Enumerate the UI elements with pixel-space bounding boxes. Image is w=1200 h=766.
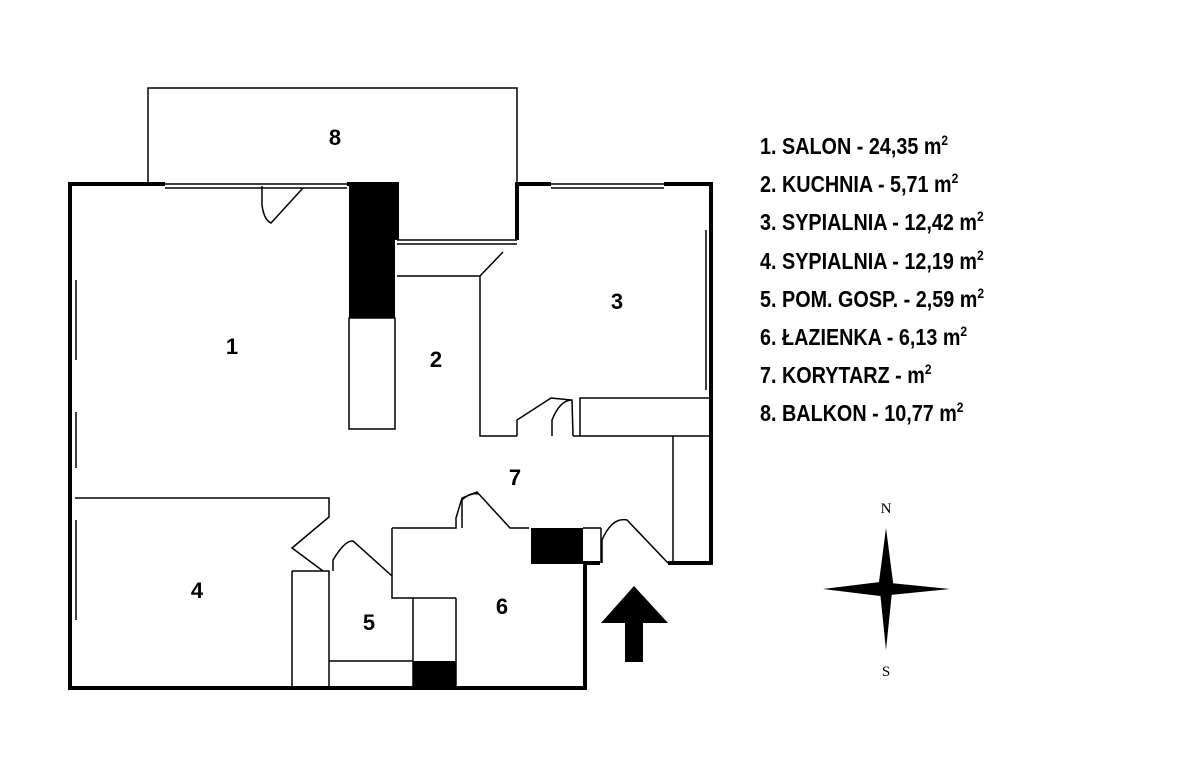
balcony	[147, 87, 518, 184]
legend-number: 6.	[760, 324, 777, 351]
legend-item: 7. KORYTARZ - m2	[760, 361, 932, 389]
room-label-7: 7	[509, 465, 521, 490]
legend-area: 24,35	[868, 133, 919, 159]
room-numbers: 8 1 2 3 7 4 5 6	[191, 125, 623, 635]
legend-unit: m2	[959, 284, 985, 312]
legend-item: 2. KUCHNIA - 5,71 m2	[760, 170, 959, 198]
legend-area: 12,42	[904, 209, 954, 236]
legend-room-name: SALON	[781, 133, 852, 159]
legend-unit: m2	[939, 399, 964, 427]
legend-unit-base: m	[959, 209, 977, 236]
legend-unit-base: m	[923, 133, 942, 159]
legend-room-name: KUCHNIA	[781, 171, 873, 198]
room-label-1: 1	[226, 334, 238, 359]
room-label-6: 6	[496, 594, 508, 619]
legend-number: 1.	[760, 133, 777, 159]
legend-unit-exp: 2	[924, 361, 932, 378]
legend-item: 3. SYPIALNIA - 12,42 m2	[760, 208, 984, 236]
up-arrow-icon	[601, 586, 668, 662]
legend-area: 12,19	[904, 247, 954, 274]
legend-item: 1. SALON - 24,35 m2	[760, 132, 949, 159]
room-label-2: 2	[430, 347, 442, 372]
legend-room-name: BALKON	[781, 400, 867, 427]
room-label-4: 4	[191, 578, 204, 603]
legend-unit: m2	[942, 323, 968, 351]
legend-unit-base: m	[959, 285, 978, 312]
legend-room-name: POM. GOSP.	[781, 285, 899, 312]
legend-item: 6. ŁAZIENKA - 6,13 m2	[760, 323, 968, 351]
legend-unit: m2	[959, 208, 984, 236]
legend-unit-base: m	[942, 324, 961, 351]
legend-unit: m2	[959, 246, 984, 274]
legend-unit-exp: 2	[976, 246, 984, 263]
legend-number: 7.	[760, 362, 777, 389]
legend-room-name: SYPIALNIA	[781, 247, 887, 274]
legend-area: 6,13	[898, 324, 938, 351]
legend-unit-exp: 2	[951, 170, 959, 187]
legend-area: 10,77	[884, 400, 934, 427]
legend-unit-base: m	[907, 362, 925, 389]
area-legend: 1. SALON - 24,35 m2 2. KUCHNIA - 5,71 m2…	[760, 124, 984, 430]
legend-unit: m2	[923, 132, 949, 159]
wall-columns	[349, 184, 583, 688]
legend-unit-exp: 2	[960, 323, 968, 340]
legend-item: 8. BALKON - 10,77 m2	[760, 399, 964, 427]
legend-item: 5. POM. GOSP. - 2,59 m2	[760, 284, 985, 312]
legend-area: 5,71	[890, 171, 929, 198]
compass-south-label: S	[882, 664, 890, 680]
legend-unit-base: m	[959, 247, 977, 274]
legend-unit: m2	[907, 361, 932, 389]
legend-number: 5.	[760, 285, 777, 312]
legend-number: 3.	[760, 209, 777, 236]
door-swings	[261, 186, 669, 577]
legend-unit-exp: 2	[956, 399, 964, 416]
legend-area: 2,59	[915, 285, 955, 312]
legend-unit: m2	[934, 170, 959, 198]
legend-unit-exp: 2	[977, 284, 985, 301]
interior-lines	[75, 183, 712, 686]
legend-room-name: KORYTARZ	[781, 362, 890, 389]
room-label-3: 3	[611, 289, 623, 314]
compass-north-label: N	[881, 501, 892, 517]
legend-number: 2.	[760, 171, 777, 198]
legend-number: 8.	[760, 400, 777, 427]
room-label-5: 5	[363, 610, 375, 635]
legend-unit-exp: 2	[976, 208, 984, 225]
legend-room-name: SYPIALNIA	[781, 209, 887, 236]
legend-unit-base: m	[934, 171, 952, 198]
legend-number: 4.	[760, 247, 777, 274]
legend-unit-base: m	[939, 400, 957, 427]
legend-unit-exp: 2	[941, 132, 949, 148]
compass-icon: N S	[823, 501, 950, 680]
room-label-8: 8	[329, 125, 341, 150]
legend-item: 4. SYPIALNIA - 12,19 m2	[760, 246, 984, 274]
legend-room-name: ŁAZIENKA	[781, 324, 882, 351]
